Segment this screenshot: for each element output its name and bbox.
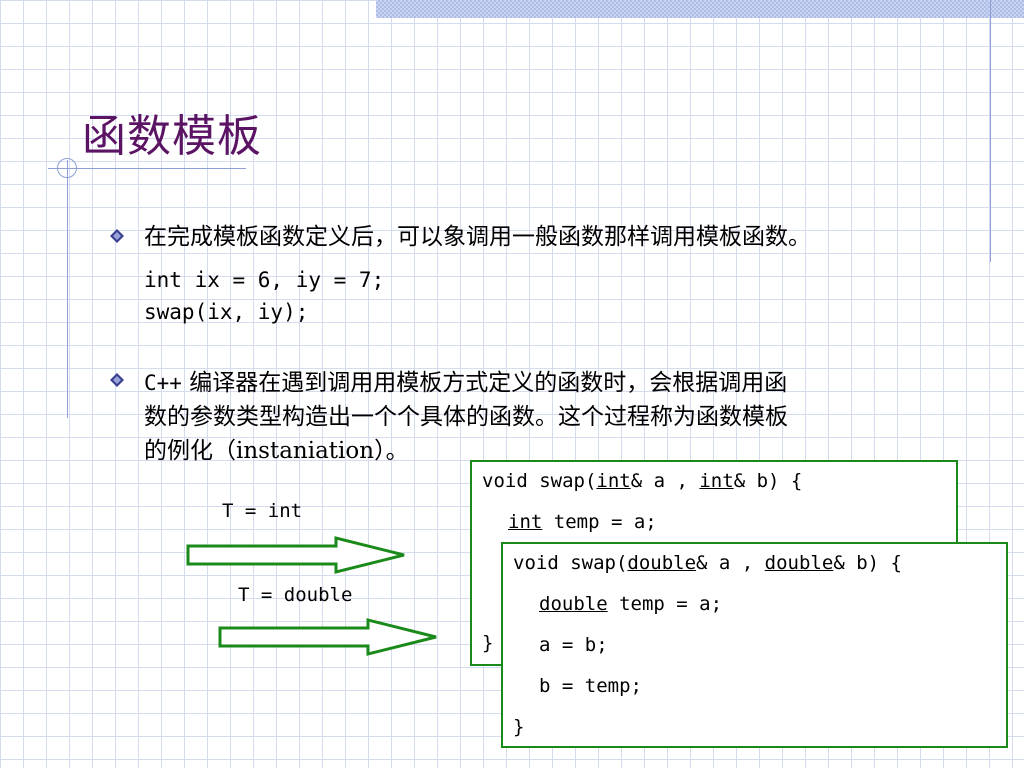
diamond-bullet-icon — [110, 373, 124, 387]
label-t-int: T = int — [222, 500, 303, 522]
decor-horizontal-line — [48, 168, 246, 169]
bullet2-line-1: C++ 编译器在遇到调用用模板方式定义的函数时，会根据调用函 — [144, 366, 787, 400]
slide-title: 函数模板 — [82, 111, 262, 162]
decor-circle — [57, 158, 77, 178]
code-double-closing-brace: } — [513, 716, 525, 738]
code-int-line-1: void swap(int& a , int& b) { — [482, 470, 803, 492]
code-box-double: void swap(double& a , double& b) { doubl… — [501, 542, 1008, 748]
arrow-right-icon — [218, 618, 437, 656]
code-int-line-2: int temp = a; — [508, 511, 657, 533]
bullet2-line-1-text: 编译器在遇到调用用模板方式定义的函数时，会根据调用函 — [189, 370, 788, 396]
decor-vertical-line-left — [67, 160, 68, 418]
code-double-line-1: void swap(double& a , double& b) { — [513, 552, 902, 574]
bullet2-line-3: 的例化（instaniation）。 — [144, 438, 409, 464]
code-double-line-4: b = temp; — [539, 675, 642, 697]
code-double-line-2: double temp = a; — [539, 593, 723, 615]
bullet1-code-line-1: int ix = 6, iy = 7; — [144, 268, 385, 292]
arrow-right-icon — [186, 536, 405, 574]
bullet2-line-2: 数的参数类型构造出一个个具体的函数。这个过程称为函数模板 — [144, 404, 788, 430]
bullet2-prefix: C++ — [144, 371, 182, 395]
top-decor-band — [376, 0, 1024, 18]
code-double-line-3: a = b; — [539, 634, 608, 656]
decor-vertical-line-right — [990, 0, 991, 262]
bullet1-text: 在完成模板函数定义后，可以象调用一般函数那样调用模板函数。 — [144, 224, 811, 250]
label-t-double: T = double — [238, 584, 353, 606]
code-int-closing-brace: } — [482, 632, 494, 654]
bullet1-code-line-2: swap(ix, iy); — [144, 300, 309, 324]
diamond-bullet-icon — [110, 229, 124, 243]
